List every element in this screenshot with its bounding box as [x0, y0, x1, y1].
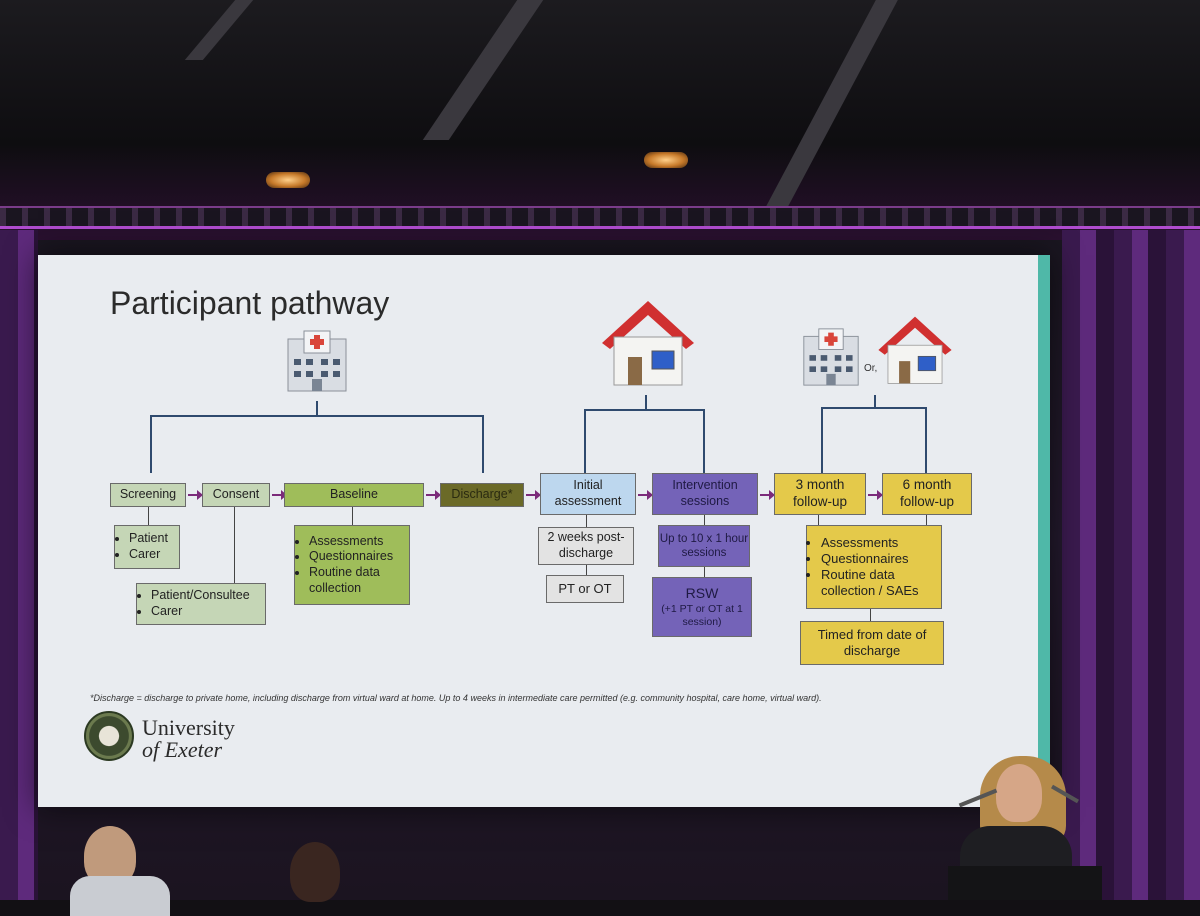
up-to-10-sessions-box: Up to 10 x 1 hour sessions	[658, 525, 750, 567]
logo-line-2-text: of Exeter	[142, 737, 223, 762]
baseline-list-box: AssessmentsQuestionnairesRoutine data co…	[294, 525, 410, 605]
connector-line	[584, 409, 705, 411]
pathway-arrow	[868, 490, 883, 500]
list-item: Routine data collection / SAEs	[821, 567, 941, 600]
pathway-arrow	[760, 490, 775, 500]
rsw-box: RSW (+1 PT or OT at 1 session)	[652, 577, 752, 637]
list-item: Patient	[129, 531, 168, 547]
six-month-followup-box: 6 month follow-up	[882, 473, 972, 515]
connector-line	[584, 409, 586, 473]
drop-line	[926, 515, 927, 525]
initial-assessment-box: Initial assessment	[540, 473, 636, 515]
pt-or-ot-box: PT or OT	[546, 575, 624, 603]
audience-member-body	[70, 876, 170, 916]
discharge-box: Discharge*	[440, 483, 524, 507]
connector-line	[874, 395, 876, 407]
drop-line	[352, 507, 353, 525]
list-item: Questionnaires	[309, 549, 409, 565]
pathway-arrow	[638, 490, 653, 500]
podium	[948, 866, 1102, 900]
ceiling-lamp	[266, 172, 310, 188]
screening-list-box: PatientCarer	[114, 525, 180, 569]
baseline-box: Baseline	[284, 483, 424, 507]
hospital-icon	[287, 330, 347, 392]
university-logo: University of Exeter	[142, 717, 235, 761]
connector-line	[821, 407, 823, 473]
intervention-sessions-box: Intervention sessions	[652, 473, 758, 515]
pathway-arrow	[526, 490, 541, 500]
logo-line-2: of Exeter	[142, 739, 235, 761]
or-label: Or,	[864, 363, 878, 374]
slide-footnote: *Discharge = discharge to private home, …	[90, 693, 822, 703]
two-weeks-box: 2 weeks post-discharge	[538, 527, 634, 565]
list-item: Carer	[151, 604, 250, 620]
curtain-left	[0, 230, 38, 900]
connector-line	[482, 415, 484, 473]
audience-member-head	[290, 842, 340, 902]
rsw-note: (+1 PT or OT at 1 session)	[661, 602, 743, 628]
drop-line	[586, 565, 587, 575]
screening-box: Screening	[110, 483, 186, 507]
followup-list-box: AssessmentsQuestionnairesRoutine data co…	[806, 525, 942, 609]
connector-line	[821, 407, 927, 409]
logo-line-1: University	[142, 715, 235, 740]
ceiling-lamp	[644, 152, 688, 168]
list-item: Routine data collection	[309, 565, 409, 596]
drop-line	[586, 515, 587, 527]
consent-list-box: Patient/ConsulteeCarer	[136, 583, 266, 625]
drop-line	[870, 609, 871, 621]
hospital-icon	[803, 328, 859, 386]
drop-line	[148, 507, 149, 525]
house-icon	[602, 301, 694, 386]
connector-line	[150, 415, 484, 417]
list-item: Carer	[129, 547, 168, 563]
connector-line	[316, 401, 318, 415]
slide-title: Participant pathway	[110, 285, 390, 321]
curtain-right	[1062, 230, 1200, 900]
list-item: Assessments	[309, 534, 409, 550]
projection-screen: Participant pathway Or,	[38, 255, 1050, 807]
presenter-face	[996, 764, 1042, 822]
connector-line	[645, 395, 647, 409]
rsw-label: RSW	[685, 585, 719, 602]
list-item: Assessments	[821, 535, 941, 551]
pathway-arrow	[188, 490, 203, 500]
drop-line	[704, 567, 705, 577]
connector-line	[925, 407, 927, 473]
three-month-followup-box: 3 month follow-up	[774, 473, 866, 515]
pathway-arrow	[426, 490, 441, 500]
connector-line	[703, 409, 705, 473]
drop-line	[704, 515, 705, 525]
stage-truss	[0, 206, 1200, 229]
timed-from-discharge-box: Timed from date of discharge	[800, 621, 944, 665]
venue-ceiling	[0, 0, 1200, 240]
connector-line	[150, 415, 152, 473]
drop-line	[234, 507, 235, 583]
consent-box: Consent	[202, 483, 270, 507]
house-icon	[878, 316, 952, 384]
drop-line	[818, 515, 819, 525]
list-item: Patient/Consultee	[151, 588, 250, 604]
university-seal-icon	[84, 711, 134, 761]
list-item: Questionnaires	[821, 551, 941, 567]
pathway-arrow	[272, 490, 287, 500]
